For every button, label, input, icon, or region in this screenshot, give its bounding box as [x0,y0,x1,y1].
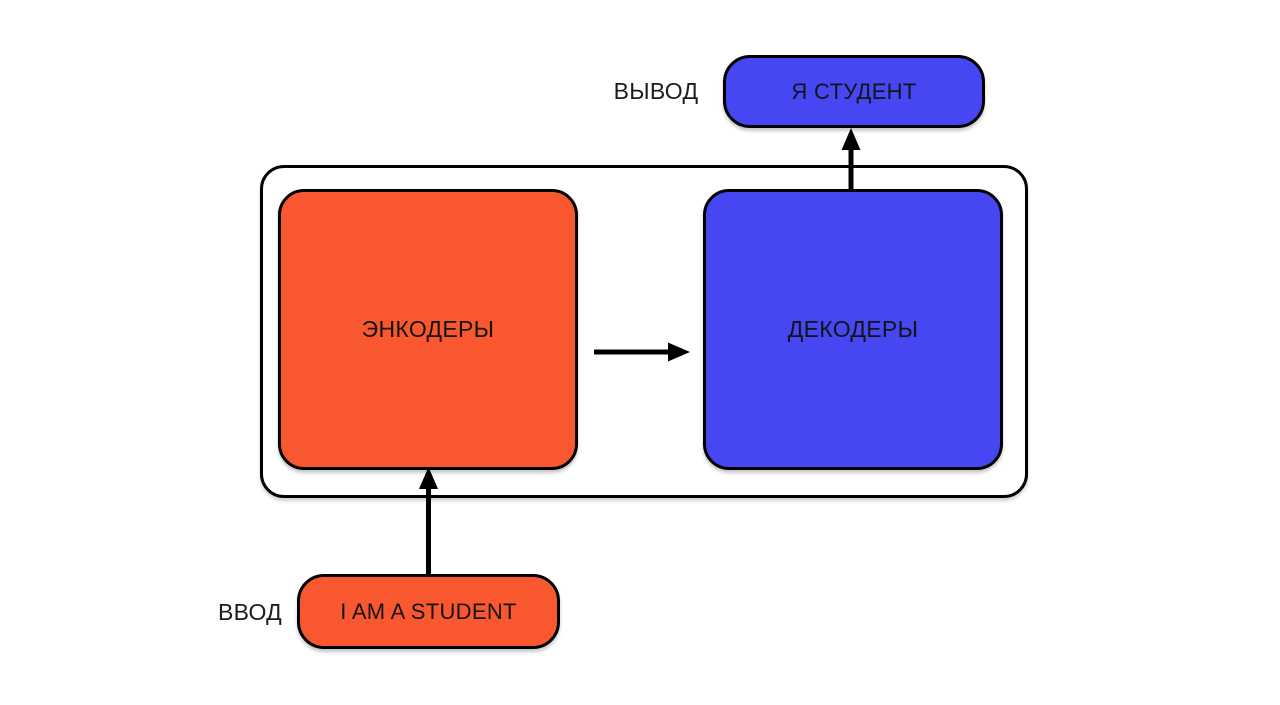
output-node-text: Я СТУДЕНТ [791,78,917,104]
input-node: I AM A STUDENT [297,574,560,649]
input-node-text: I AM A STUDENT [340,598,517,624]
encoders-node-text: ЭНКОДЕРЫ [361,316,495,342]
input-label: ВВОД [217,598,283,625]
decoders-node-text: ДЕКОДЕРЫ [787,316,919,342]
decoders-node: ДЕКОДЕРЫ [703,189,1003,470]
encoders-node: ЭНКОДЕРЫ [278,189,578,470]
output-node: Я СТУДЕНТ [723,55,985,128]
output-label: ВЫВОД [613,77,699,104]
